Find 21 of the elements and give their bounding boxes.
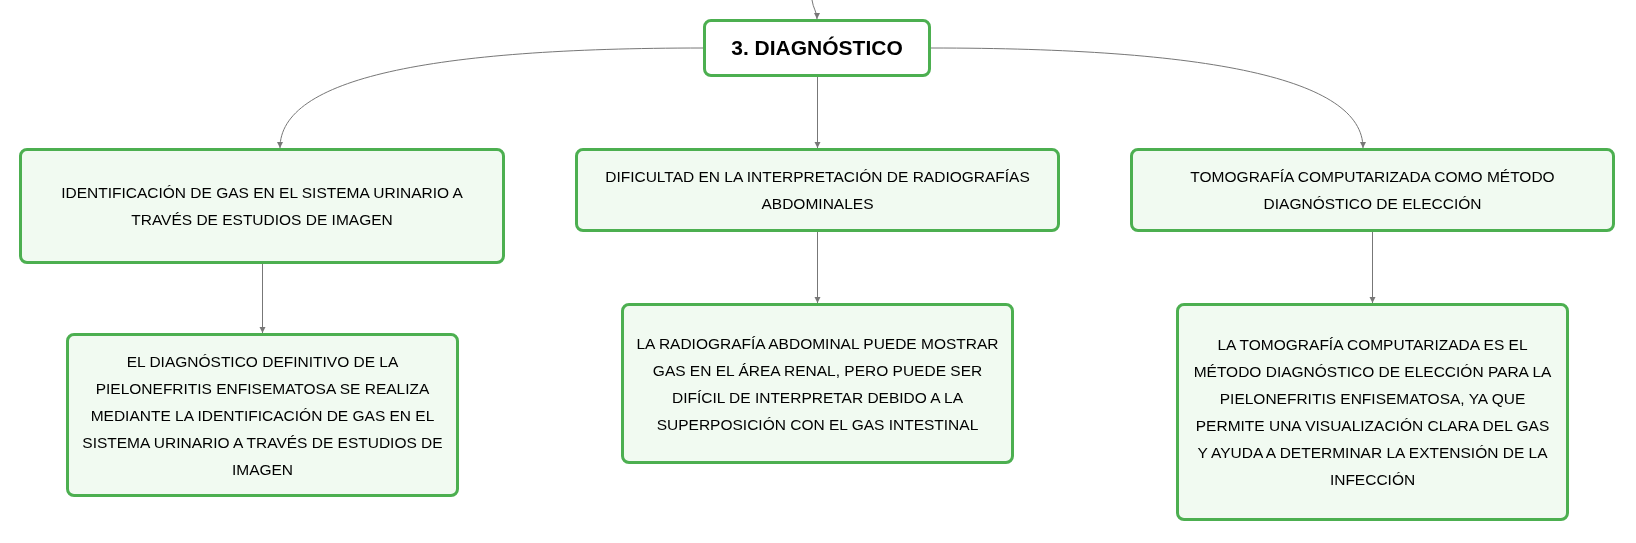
connector-arrow bbox=[814, 76, 821, 149]
connector-arrow bbox=[811, 0, 820, 20]
topic-title: 3. DIAGNÓSTICO bbox=[731, 35, 903, 62]
node-text: EL DIAGNÓSTICO DEFINITIVO DE LA PIELONEFRITIS ENFISEMATOSA SE REALIZA MEDIANTE LA IDENTIFICACIÓN DE GAS EN EL SISTEMA URINARIO A TRAVÉS DE ESTUDIOS DE IMAGEN bbox=[81, 351, 444, 480]
connector-arrow bbox=[278, 47, 704, 149]
subtopic-box bbox=[1176, 303, 1569, 521]
connector-arrow bbox=[814, 231, 821, 304]
connector-arrow bbox=[930, 47, 1365, 149]
node-text: LA RADIOGRAFÍA ABDOMINAL PUEDE MOSTRAR GAS EN EL ÁREA RENAL, PERO PUEDE SER DIFÍCIL DE INTERPRETAR DEBIDO A LA SUPERPOSICIÓN CON EL GAS INTESTINAL bbox=[636, 333, 999, 435]
node-text: IDENTIFICACIÓN DE GAS EN EL SISTEMA URINARIO A TRAVÉS DE ESTUDIOS DE IMAGEN bbox=[60, 183, 464, 230]
subtopic-box bbox=[19, 148, 505, 264]
subtopic-box bbox=[66, 333, 459, 497]
node-text: TOMOGRAFÍA COMPUTARIZADA COMO MÉTODO DIAGNÓSTICO DE ELECCIÓN bbox=[1189, 167, 1556, 214]
subtopic-box bbox=[575, 148, 1060, 232]
subtopic-box bbox=[621, 303, 1014, 464]
connector-arrow bbox=[259, 263, 266, 334]
topic-box bbox=[703, 19, 931, 77]
subtopic-box bbox=[1130, 148, 1615, 232]
node-text: LA TOMOGRAFÍA COMPUTARIZADA ES EL MÉTODO DIAGNÓSTICO DE ELECCIÓN PARA LA PIELONEFRITIS ENFISEMATOSA, YA QUE PERMITE UNA VISUALIZACIÓN CLARA DEL GAS Y AYUDA A DETERMINAR LA EXTENSIÓN DE LA INFECCIÓN bbox=[1192, 335, 1553, 490]
node-text: DIFICULTAD EN LA INTERPRETACIÓN DE RADIOGRAFÍAS ABDOMINALES bbox=[604, 167, 1031, 214]
connector-arrow bbox=[1369, 231, 1376, 304]
